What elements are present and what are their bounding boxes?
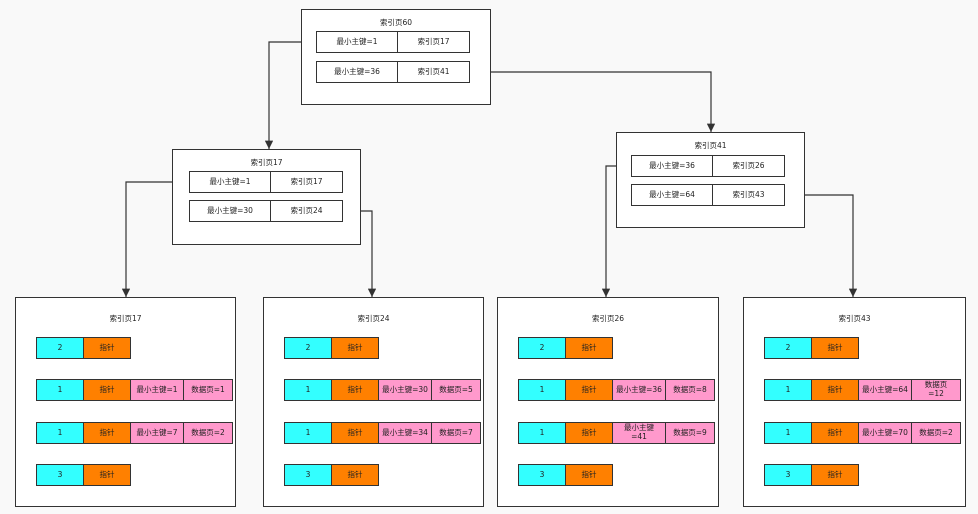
data-page-cell: 数据页=8 xyxy=(665,379,715,401)
right-branch-index-key-cell: 最小主键=36 xyxy=(631,155,713,177)
pointer-cell: 指针 xyxy=(83,464,131,486)
record-id-cell: 3 xyxy=(284,464,332,486)
leaf-title: 索引页43 xyxy=(838,314,871,323)
pointer-cell: 指针 xyxy=(565,379,613,401)
left-branch-index-key-cell: 最小主键=1 xyxy=(189,171,271,193)
leaf-title: 索引页24 xyxy=(357,314,390,323)
pointer-cell: 指针 xyxy=(811,337,859,359)
pointer-cell: 指针 xyxy=(331,422,379,444)
min-key-cell: 最小主键=64 xyxy=(858,379,912,401)
record-id-cell: 2 xyxy=(764,337,812,359)
root-to-right-branch-connector xyxy=(470,71,716,132)
record-id-cell: 2 xyxy=(284,337,332,359)
pointer-cell: 指针 xyxy=(565,422,613,444)
root-index-page-ref-cell: 索引页17 xyxy=(397,31,470,53)
record-id-cell: 1 xyxy=(518,422,566,444)
record-id-cell: 1 xyxy=(36,379,84,401)
left-branch-to-leaf17-connector xyxy=(121,181,189,297)
record-id-cell: 2 xyxy=(518,337,566,359)
record-id-cell: 1 xyxy=(764,422,812,444)
pointer-cell: 指针 xyxy=(83,422,131,444)
record-id-cell: 1 xyxy=(764,379,812,401)
left-branch-index-title: 索引页17 xyxy=(250,158,283,167)
data-page-cell: 数据页=2 xyxy=(911,422,961,444)
min-key-cell: 最小主键=7 xyxy=(130,422,184,444)
record-id-cell: 3 xyxy=(518,464,566,486)
pointer-cell: 指针 xyxy=(83,337,131,359)
left-branch-index-page-ref-cell: 索引页17 xyxy=(270,171,343,193)
left-branch-index-page-ref-cell: 索引页24 xyxy=(270,200,343,222)
min-key-cell: 最小主键=70 xyxy=(858,422,912,444)
leaf-title: 索引页17 xyxy=(109,314,142,323)
root-index-page xyxy=(301,9,491,105)
data-page-cell: 数据页=7 xyxy=(431,422,481,444)
pointer-cell: 指针 xyxy=(565,337,613,359)
pointer-cell: 指针 xyxy=(83,379,131,401)
record-id-cell: 1 xyxy=(284,379,332,401)
min-key-cell: 最小主键=1 xyxy=(130,379,184,401)
right-branch-index-page-ref-cell: 索引页43 xyxy=(712,184,785,206)
data-page-cell: 数据页=9 xyxy=(665,422,715,444)
pointer-cell: 指针 xyxy=(811,422,859,444)
leaf-title: 索引页26 xyxy=(591,314,625,323)
pointer-cell: 指针 xyxy=(331,464,379,486)
root-index-key-cell: 最小主键=1 xyxy=(316,31,398,53)
pointer-cell: 指针 xyxy=(331,379,379,401)
min-key-cell: 最小主键=36 xyxy=(612,379,666,401)
right-branch-index-page-ref-cell: 索引页26 xyxy=(712,155,785,177)
left-branch-index-key-cell: 最小主键=30 xyxy=(189,200,271,222)
root-index-title: 索引页60 xyxy=(379,18,413,27)
data-page-cell: 数据页=1 xyxy=(183,379,233,401)
record-id-cell: 1 xyxy=(284,422,332,444)
record-id-cell: 3 xyxy=(764,464,812,486)
left-branch-index-page xyxy=(172,149,361,245)
right-branch-index-title: 索引页41 xyxy=(694,141,727,150)
pointer-cell: 指针 xyxy=(565,464,613,486)
root-index-key-cell: 最小主键=36 xyxy=(316,61,398,83)
record-id-cell: 1 xyxy=(36,422,84,444)
root-index-page-ref-cell: 索引页41 xyxy=(397,61,470,83)
min-key-cell: 最小主键=34 xyxy=(378,422,432,444)
right-branch-index-page xyxy=(616,132,805,228)
data-page-cell: 数据页 =12 xyxy=(911,379,961,401)
record-id-cell: 2 xyxy=(36,337,84,359)
min-key-cell: 最小主键 =41 xyxy=(612,422,666,444)
record-id-cell: 1 xyxy=(518,379,566,401)
right-branch-index-key-cell: 最小主键=64 xyxy=(631,184,713,206)
data-page-cell: 数据页=5 xyxy=(431,379,481,401)
min-key-cell: 最小主键=30 xyxy=(378,379,432,401)
data-page-cell: 数据页=2 xyxy=(183,422,233,444)
right-branch-to-leaf43-connector xyxy=(785,194,858,297)
pointer-cell: 指针 xyxy=(811,379,859,401)
pointer-cell: 指针 xyxy=(811,464,859,486)
root-to-left-branch-connector xyxy=(264,41,316,149)
pointer-cell: 指针 xyxy=(331,337,379,359)
record-id-cell: 3 xyxy=(36,464,84,486)
